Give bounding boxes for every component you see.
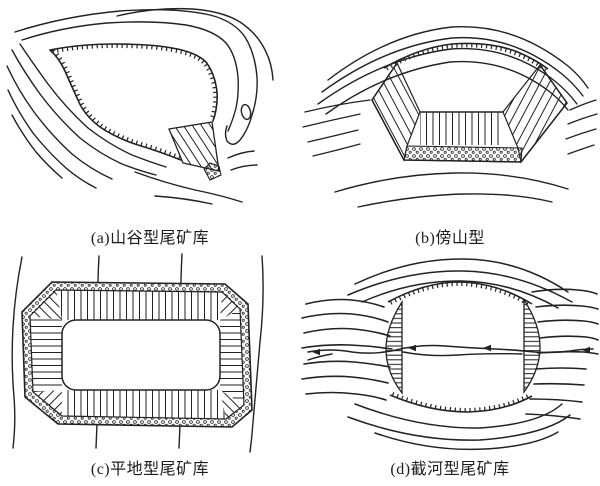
- river-interception-diagram: [301, 258, 599, 451]
- contour-lines: [6, 7, 274, 205]
- hillside-type-diagram: [302, 25, 598, 208]
- side-contour-lines: [302, 99, 598, 157]
- dam-toe-rockfill: [203, 162, 222, 181]
- panel-flat-type: (c)平地型尾矿库: [0, 252, 300, 486]
- right-dam-lens: [523, 297, 541, 394]
- panel-river-interception-type: (d)截河型尾矿库: [300, 252, 600, 486]
- caption-flat-type: (c)平地型尾矿库: [90, 461, 210, 478]
- panel-valley-type: (a)山谷型尾矿库: [0, 0, 300, 252]
- hachure-ticks: [391, 392, 529, 412]
- main-dam-face-hachure: [420, 112, 503, 145]
- ring-dam-hachure-band: [30, 290, 244, 419]
- hachure-ticks: [389, 282, 529, 306]
- left-bank-contours: [301, 298, 393, 401]
- caption-river-interception-type: (d)截河型尾矿库: [390, 461, 510, 478]
- upper-hill-arcs: [347, 258, 573, 309]
- hachure-ticks: [51, 49, 181, 160]
- flat-type-diagram: [11, 253, 264, 453]
- pond-upper-boundary-hachured: [387, 281, 533, 305]
- valley-type-diagram: [6, 7, 274, 205]
- river-line: [307, 344, 594, 361]
- pond-lower-boundary-hachured: [389, 394, 533, 413]
- basin-outline: [371, 62, 568, 163]
- panel-hillside-type: (b)傍山型: [300, 0, 600, 252]
- hachure-ticks: [385, 43, 548, 72]
- caption-valley-type: (a)山谷型尾矿库: [90, 230, 210, 247]
- flow-arrows: [312, 344, 590, 356]
- left-dam-lens: [385, 299, 403, 395]
- ring-dam-shell-stipple: [22, 282, 252, 427]
- foothill-curves: [334, 172, 569, 208]
- hachure-ticks: [51, 43, 218, 118]
- lower-hill-arcs: [347, 403, 571, 451]
- caption-hillside-type: (b)傍山型: [415, 230, 485, 247]
- pond-area: [61, 319, 221, 391]
- pond-boundary-hachured: [49, 43, 218, 161]
